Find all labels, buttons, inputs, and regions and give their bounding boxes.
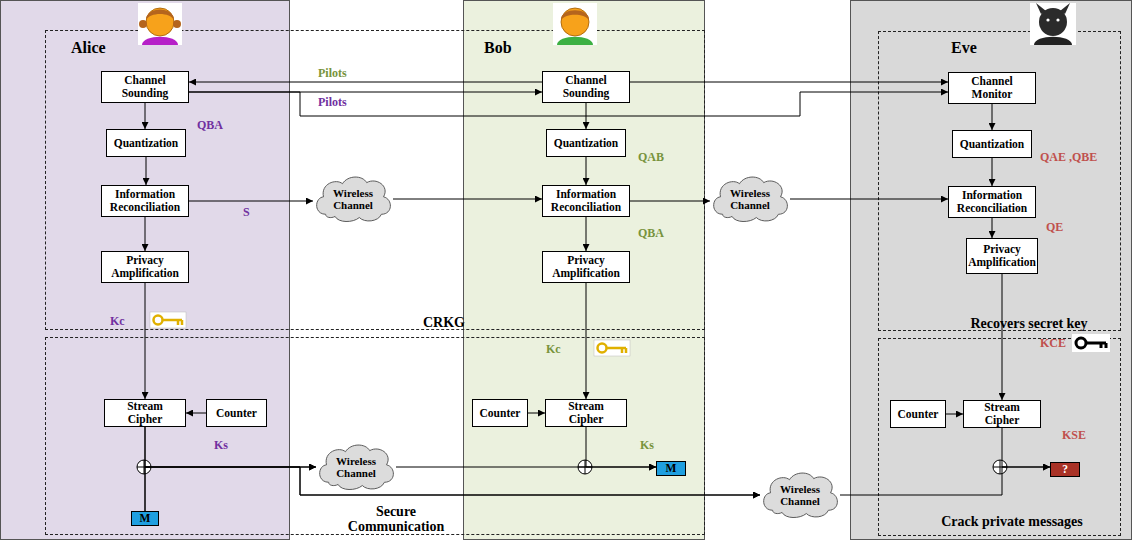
node-label: Information Reconciliation bbox=[953, 189, 1031, 214]
cloud-outline bbox=[764, 473, 838, 517]
node-label: Wireless Channel bbox=[725, 187, 775, 211]
node-label: Channel Monitor bbox=[953, 75, 1031, 100]
signal-label: Kc bbox=[110, 314, 125, 329]
party-name: Eve bbox=[951, 39, 977, 57]
channel-cloud: Wireless Channel bbox=[760, 471, 840, 519]
node-label: Stream Cipher bbox=[109, 400, 181, 425]
channel-cloud: Wireless Channel bbox=[316, 443, 396, 491]
message-box: M bbox=[656, 461, 686, 476]
region-title: CRKG bbox=[414, 315, 474, 330]
node-label: Stream Cipher bbox=[968, 401, 1036, 426]
channel-cloud: Wireless Channel bbox=[710, 175, 790, 223]
node-label: Quantization bbox=[114, 137, 179, 150]
edge-label: Pilots bbox=[318, 66, 347, 81]
node-label: M bbox=[666, 462, 677, 475]
process-box: Stream Cipher bbox=[963, 400, 1041, 428]
party-panel: AliceChannel SoundingQuantizationInforma… bbox=[0, 0, 290, 540]
node-label: Quantization bbox=[554, 137, 619, 150]
channel-cloud: Wireless Channel bbox=[313, 175, 393, 223]
signal-label: Ks bbox=[214, 438, 228, 453]
process-box: Channel Monitor bbox=[948, 72, 1036, 104]
signal-label: QE bbox=[1046, 220, 1063, 235]
cloud-outline bbox=[317, 177, 391, 221]
node-label: Information Reconciliation bbox=[547, 188, 625, 213]
stage-region: Secure Communication bbox=[45, 337, 705, 535]
process-box: Counter bbox=[472, 399, 528, 427]
process-box: Channel Sounding bbox=[101, 71, 189, 103]
signal-label: KCE bbox=[1040, 336, 1066, 351]
process-box: Counter bbox=[890, 400, 946, 428]
node-label: Wireless Channel bbox=[331, 455, 381, 479]
node-label: Wireless Channel bbox=[775, 483, 825, 507]
cloud-outline bbox=[714, 177, 788, 221]
signal-label: QAE ,QBE bbox=[1040, 150, 1097, 165]
signal-label: QBA bbox=[197, 118, 223, 133]
process-box: Stream Cipher bbox=[545, 399, 627, 427]
node-label: Information Reconciliation bbox=[106, 188, 184, 213]
signal-label: QAB bbox=[638, 150, 664, 165]
node-label: Counter bbox=[216, 407, 257, 420]
process-box: Quantization bbox=[546, 129, 626, 157]
process-box: Privacy Amplification bbox=[101, 251, 189, 283]
node-label: Wireless Channel bbox=[328, 187, 378, 211]
process-box: Stream Cipher bbox=[104, 399, 186, 427]
party-panel: EveRecovers secret key Channel MonitorQua… bbox=[850, 0, 1132, 540]
process-box: Privacy Amplification bbox=[542, 251, 630, 283]
process-box: Counter bbox=[206, 399, 267, 427]
node-label: Counter bbox=[898, 408, 939, 421]
party-name: Bob bbox=[484, 39, 512, 57]
signal-label: KSE bbox=[1062, 428, 1086, 443]
process-box: Privacy Amplification bbox=[966, 238, 1038, 274]
party-name: Alice bbox=[71, 39, 106, 57]
node-label: M bbox=[140, 512, 151, 525]
process-box: Information Reconciliation bbox=[948, 186, 1036, 218]
signal-label: Kc bbox=[546, 342, 561, 357]
node-label: Channel Sounding bbox=[547, 74, 625, 99]
region-title: Secure Communication bbox=[346, 504, 446, 535]
node-label: Stream Cipher bbox=[550, 400, 622, 425]
node-label: Channel Sounding bbox=[106, 74, 184, 99]
region-title: Crack private messages bbox=[927, 514, 1097, 529]
party-panel: BobChannel SoundingQuantizationInformati… bbox=[463, 0, 705, 540]
node-label: ? bbox=[1062, 463, 1068, 476]
signal-label: Ks bbox=[640, 438, 654, 453]
node-label: Privacy Amplification bbox=[106, 254, 184, 279]
cloud-outline bbox=[320, 445, 394, 489]
process-box: Information Reconciliation bbox=[101, 185, 189, 217]
signal-label: QBA bbox=[638, 226, 664, 241]
node-label: Quantization bbox=[960, 138, 1025, 151]
edge-label: Pilots bbox=[318, 95, 347, 110]
process-box: Information Reconciliation bbox=[542, 185, 630, 217]
stage-region: Recovers secret key Channel MonitorQuanti… bbox=[878, 31, 1121, 331]
node-label: Privacy Amplification bbox=[547, 254, 625, 279]
process-box: Channel Sounding bbox=[542, 71, 630, 103]
process-box: Quantization bbox=[106, 129, 186, 157]
node-label: Counter bbox=[480, 407, 521, 420]
message-box: M bbox=[131, 511, 159, 526]
process-box: Quantization bbox=[952, 130, 1032, 158]
message-box: ? bbox=[1050, 462, 1080, 477]
signal-label: S bbox=[243, 205, 250, 220]
node-label: Privacy Amplification bbox=[968, 243, 1036, 268]
region-title: Recovers secret key bbox=[949, 316, 1109, 331]
